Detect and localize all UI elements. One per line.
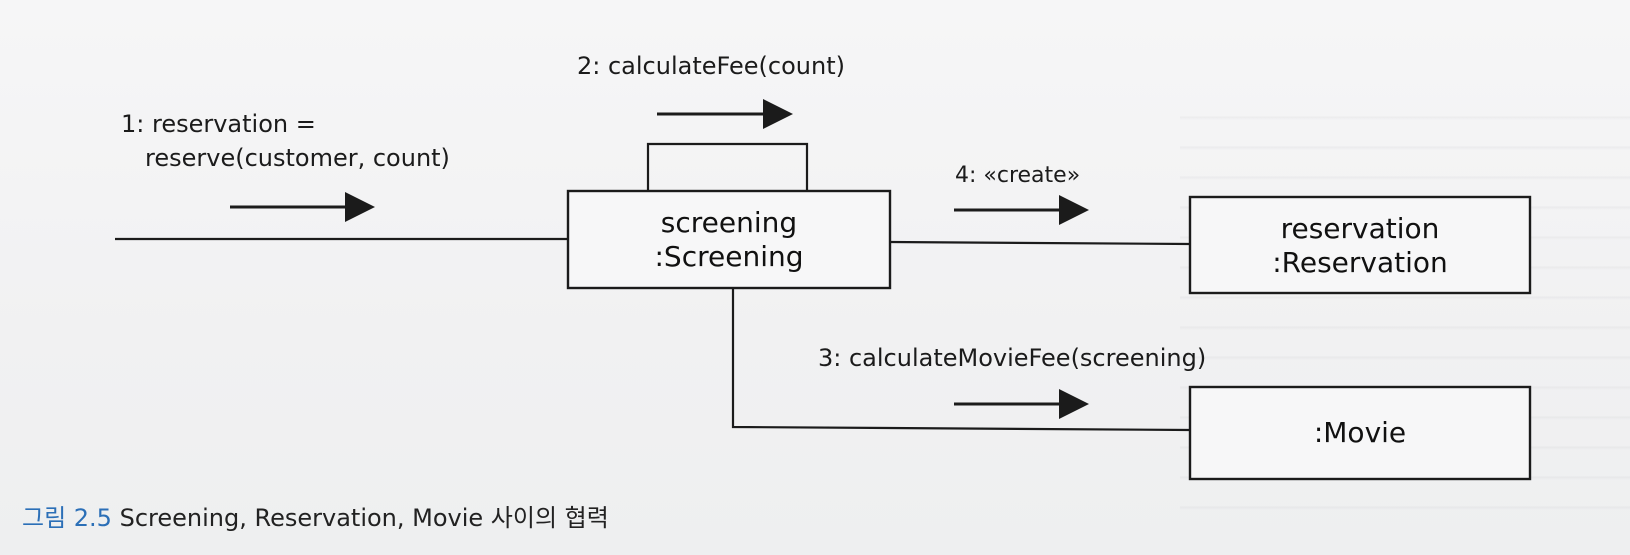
object-movie-name: :Movie — [1190, 416, 1530, 450]
figure-number: 그림 2.5 — [22, 504, 112, 532]
self-link-loop — [646, 142, 809, 192]
object-screening-instance: screening — [660, 206, 798, 239]
message-1-label-line1: 1: reservation = — [121, 110, 316, 138]
object-screening-name: screening :Screening — [568, 206, 890, 274]
message-4-label: 4: «create» — [955, 163, 1081, 188]
object-box-reservation — [1188, 195, 1532, 295]
figure-caption: 그림 2.5 Screening, Reservation, Movie 사이의… — [22, 498, 609, 533]
object-reservation-instance: reservation — [1280, 212, 1440, 245]
object-box-screening — [566, 189, 892, 290]
object-box-movie — [1188, 385, 1532, 481]
object-reservation-name: reservation :Reservation — [1190, 212, 1530, 280]
object-reservation-class: :Reservation — [1272, 246, 1448, 279]
message-2-label: 2: calculateFee(count) — [577, 52, 845, 80]
link-screening-to-movie — [731, 288, 1191, 432]
message-1-label-line2: reserve(customer, count) — [145, 144, 450, 172]
figure-caption-text: Screening, Reservation, Movie 사이의 협력 — [119, 504, 609, 532]
object-screening-class: :Screening — [654, 240, 804, 273]
link-screening-to-reservation — [889, 240, 1191, 246]
message-3-label: 3: calculateMovieFee(screening) — [818, 344, 1207, 372]
object-movie-class: :Movie — [1313, 416, 1407, 449]
